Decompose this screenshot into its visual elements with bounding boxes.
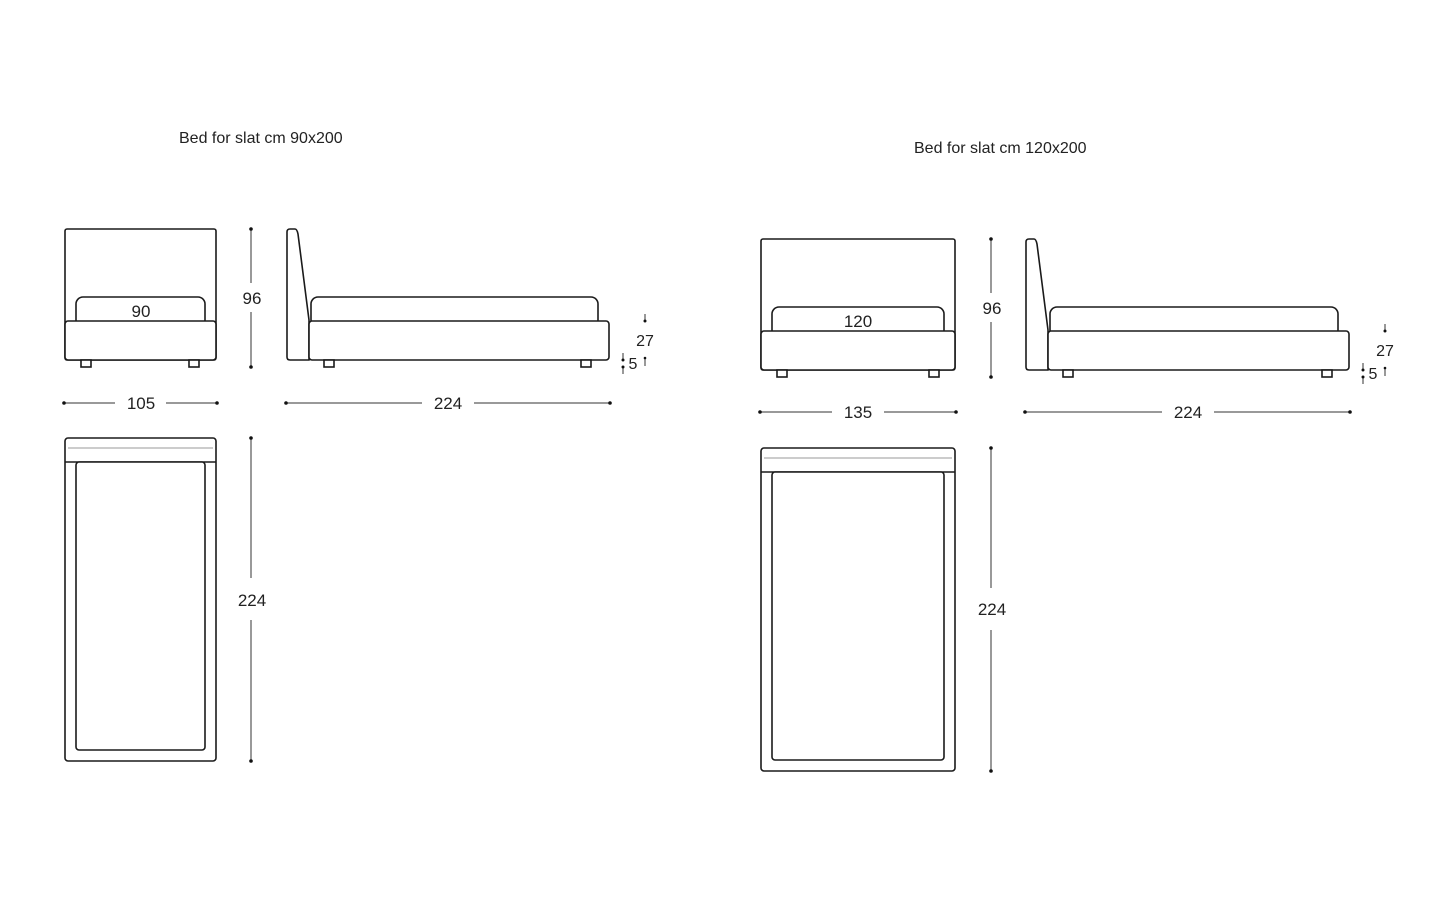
bed-title: Bed for slat cm 90x200	[179, 130, 343, 147]
length-dimension-top: 224	[978, 446, 1006, 773]
side-view	[286, 228, 610, 368]
width-dimension: 135	[758, 403, 958, 422]
front-view: 120	[760, 238, 956, 378]
base-height-dimension: 27 5	[1361, 324, 1394, 384]
overall-width-label: 135	[844, 403, 872, 422]
foot-height-label: 5	[629, 356, 638, 373]
length-dimension-top: 224	[238, 436, 266, 763]
side-length-label: 224	[1174, 403, 1202, 422]
bed-title: Bed for slat cm 120x200	[914, 140, 1087, 157]
side-length-label: 224	[434, 394, 462, 413]
height-dimension: 96	[243, 227, 262, 369]
base-height-label: 27	[1376, 343, 1394, 360]
top-length-label: 224	[978, 600, 1006, 619]
bed-120x200: Bed for slat cm 120x200 120 96 135	[758, 140, 1394, 773]
overall-width-label: 105	[127, 394, 155, 413]
height-label: 96	[243, 289, 262, 308]
length-dimension-side: 224	[284, 394, 612, 413]
base-height-dimension: 27 5	[621, 314, 654, 374]
front-view: 90	[64, 228, 217, 368]
mattress-width-label: 120	[844, 312, 872, 331]
foot-height-label: 5	[1369, 366, 1378, 383]
base-height-label: 27	[636, 333, 654, 350]
bed-90x200: Bed for slat cm 90x200 90 96 105	[62, 130, 654, 763]
top-view	[760, 447, 956, 772]
width-dimension: 105	[62, 394, 219, 413]
mattress-width-label: 90	[132, 302, 151, 321]
top-view	[64, 437, 217, 762]
height-label: 96	[983, 299, 1002, 318]
length-dimension-side: 224	[1023, 403, 1352, 422]
height-dimension: 96	[983, 237, 1002, 379]
top-length-label: 224	[238, 591, 266, 610]
side-view	[1025, 238, 1350, 378]
